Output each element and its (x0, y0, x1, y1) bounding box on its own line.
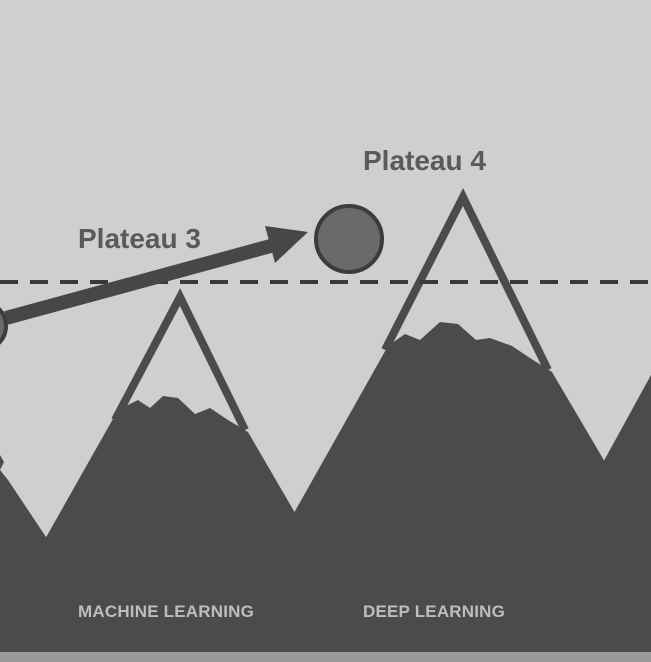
left-partial-mountain (0, 455, 48, 560)
deep-learning-mountain (290, 322, 605, 560)
plateau-4-ball (314, 204, 384, 274)
bottom-strip (0, 652, 651, 662)
machine-learning-mountain-outline (111, 288, 249, 432)
left-ball (0, 307, 8, 345)
machine-learning-label: MACHINE LEARNING (78, 602, 254, 621)
deep-learning-mountain-outline (381, 188, 552, 372)
right-partial-mountain (600, 375, 651, 560)
machine-learning-mountain (40, 396, 298, 560)
arrow-head-icon (265, 226, 308, 263)
plateau-3-label: Plateau 3 (78, 223, 201, 254)
deep-learning-label: DEEP LEARNING (363, 602, 505, 621)
plateau-4-label: Plateau 4 (363, 145, 486, 176)
arrow-shaft (4, 237, 280, 325)
ground-band (0, 555, 651, 655)
